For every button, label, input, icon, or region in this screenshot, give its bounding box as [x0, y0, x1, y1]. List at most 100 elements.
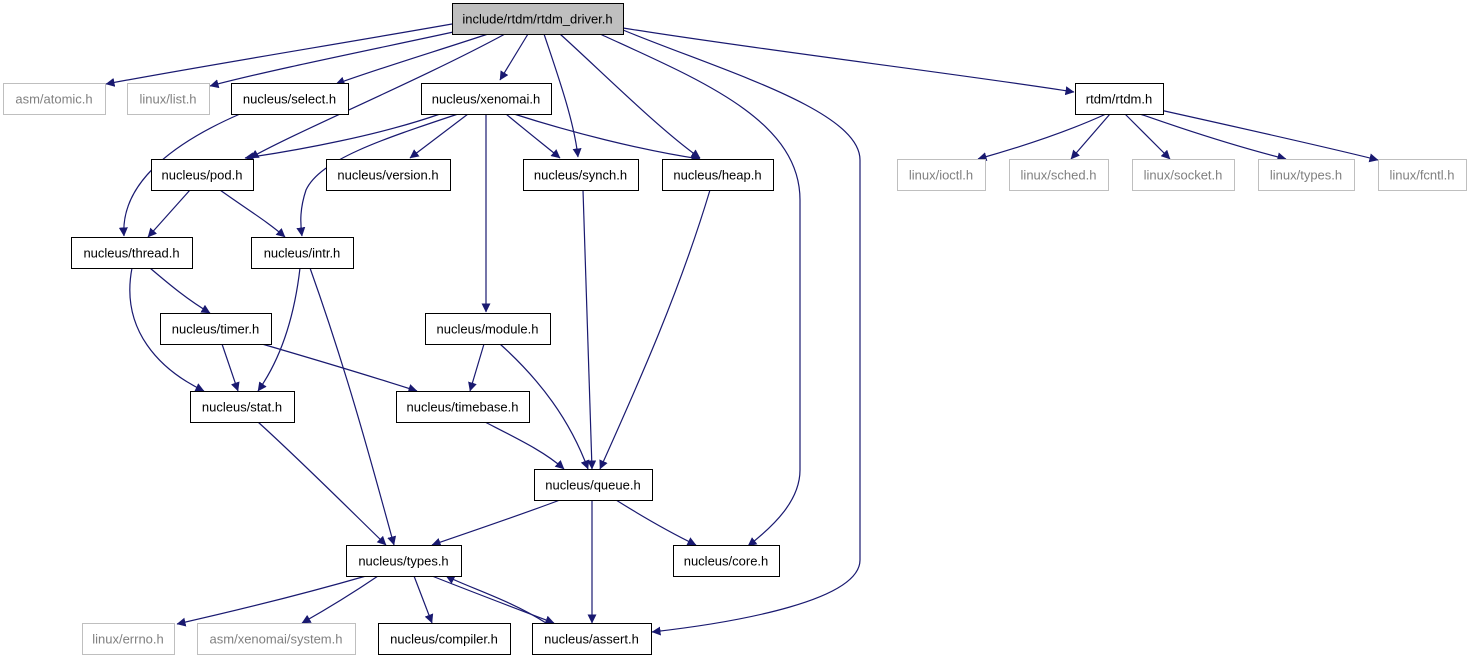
- node-n-types[interactable]: nucleus/types.h: [346, 545, 462, 577]
- node-linux-sched: linux/sched.h: [1009, 159, 1109, 191]
- edge-n-pod-to-n-intr: [219, 189, 286, 238]
- edge-n-types-to-n-assert: [431, 575, 555, 625]
- node-n-select[interactable]: nucleus/select.h: [231, 83, 349, 115]
- node-box: [197, 623, 356, 655]
- node-label: linux/list.h: [139, 92, 196, 107]
- edge-n-timer-to-n-stat: [221, 343, 240, 392]
- edge-n-xenomai-to-n-synch: [505, 113, 561, 159]
- node-label: nucleus/select.h: [243, 92, 336, 107]
- edge-rtdm-driver-to-n-pod: [249, 33, 506, 159]
- node-box: [326, 159, 451, 191]
- node-box: [1132, 159, 1235, 191]
- node-label: nucleus/module.h: [437, 322, 539, 337]
- node-n-xenomai[interactable]: nucleus/xenomai.h: [421, 83, 552, 115]
- edge-n-xenomai-to-n-version: [409, 113, 469, 159]
- node-box: [421, 83, 552, 115]
- nodes-layer: include/rtdm/rtdm_driver.h asm/atomic.h li…: [3, 3, 1467, 655]
- node-n-synch[interactable]: nucleus/synch.h: [523, 159, 639, 191]
- node-label: linux/types.h: [1270, 168, 1342, 183]
- node-box: [897, 159, 986, 191]
- node-n-compiler[interactable]: nucleus/compiler.h: [378, 623, 511, 655]
- node-label: include/rtdm/rtdm_driver.h: [462, 12, 612, 27]
- node-box: [1009, 159, 1109, 191]
- edge-n-intr-to-n-types: [309, 267, 397, 546]
- node-label: nucleus/queue.h: [545, 478, 640, 493]
- node-label: linux/ioctl.h: [909, 168, 973, 183]
- node-label: rtdm/rtdm.h: [1086, 92, 1152, 107]
- node-n-thread[interactable]: nucleus/thread.h: [71, 237, 193, 269]
- edge-n-module-to-n-queue: [499, 343, 590, 470]
- node-n-heap[interactable]: nucleus/heap.h: [662, 159, 774, 191]
- node-label: linux/errno.h: [92, 632, 164, 647]
- node-box: [151, 159, 254, 191]
- edge-n-thread-to-n-timer: [149, 267, 211, 314]
- edge-n-types-to-linux-errno: [176, 575, 367, 627]
- node-box: [452, 3, 624, 35]
- node-linux-list: linux/list.h: [127, 83, 210, 115]
- edge-rtdm-rtdm-to-linux-sched: [1070, 113, 1111, 160]
- node-box: [190, 391, 295, 423]
- edge-n-pod-to-n-thread: [147, 189, 191, 238]
- node-box: [231, 83, 349, 115]
- node-n-version[interactable]: nucleus/version.h: [326, 159, 451, 191]
- edge-n-assert-to-n-types: [445, 575, 547, 624]
- edge-n-thread-to-n-stat: [129, 267, 205, 392]
- node-label: linux/socket.h: [1144, 168, 1223, 183]
- node-box: [160, 313, 272, 345]
- node-box: [534, 469, 653, 501]
- node-rtdm-rtdm[interactable]: rtdm/rtdm.h: [1075, 83, 1164, 115]
- node-box: [523, 159, 639, 191]
- node-label: nucleus/assert.h: [544, 632, 639, 647]
- node-label: asm/xenomai/system.h: [210, 632, 343, 647]
- node-label: nucleus/stat.h: [202, 400, 282, 415]
- edge-n-xenomai-to-n-heap: [513, 113, 701, 163]
- node-n-core[interactable]: nucleus/core.h: [673, 545, 780, 577]
- node-label: nucleus/compiler.h: [390, 632, 498, 647]
- edge-n-synch-to-n-queue: [582, 189, 597, 470]
- edge-n-intr-to-n-stat: [257, 267, 301, 392]
- edge-rtdm-driver-to-asm-atomic: [105, 23, 453, 87]
- node-box: [425, 313, 551, 345]
- node-label: nucleus/types.h: [358, 554, 448, 569]
- node-n-timebase[interactable]: nucleus/timebase.h: [396, 391, 530, 423]
- edge-rtdm-rtdm-to-linux-fcntl: [1159, 109, 1379, 163]
- edge-rtdm-rtdm-to-linux-ioctl: [977, 113, 1107, 162]
- edge-rtdm-rtdm-to-linux-types: [1139, 113, 1287, 162]
- node-label: linux/sched.h: [1021, 168, 1097, 183]
- node-label: nucleus/core.h: [684, 554, 769, 569]
- node-label: nucleus/pod.h: [162, 168, 243, 183]
- node-box: [82, 623, 175, 655]
- node-label: nucleus/timer.h: [172, 322, 259, 337]
- node-linux-socket: linux/socket.h: [1132, 159, 1235, 191]
- node-box: [1258, 159, 1355, 191]
- edge-n-heap-to-n-queue: [599, 189, 711, 470]
- edge-n-types-to-n-compiler: [413, 575, 434, 624]
- node-n-module[interactable]: nucleus/module.h: [425, 313, 551, 345]
- node-n-intr[interactable]: nucleus/intr.h: [251, 237, 354, 269]
- edge-rtdm-driver-to-n-xenomai: [499, 33, 529, 81]
- node-box: [662, 159, 774, 191]
- node-linux-errno: linux/errno.h: [82, 623, 175, 655]
- edge-rtdm-driver-to-linux-list: [209, 30, 459, 89]
- node-n-queue[interactable]: nucleus/queue.h: [534, 469, 653, 501]
- node-n-timer[interactable]: nucleus/timer.h: [160, 313, 272, 345]
- node-box: [251, 237, 354, 269]
- edge-rtdm-driver-to-n-synch: [543, 33, 582, 158]
- node-box: [1378, 159, 1467, 191]
- node-n-pod[interactable]: nucleus/pod.h: [151, 159, 254, 191]
- edge-n-timebase-to-n-queue: [484, 421, 565, 470]
- node-label: asm/atomic.h: [15, 92, 92, 107]
- node-box: [673, 545, 780, 577]
- node-label: nucleus/xenomai.h: [432, 92, 540, 107]
- edge-n-queue-to-n-types: [431, 499, 561, 547]
- edge-rtdm-driver-to-n-select: [335, 33, 489, 86]
- node-rtdm-driver[interactable]: include/rtdm/rtdm_driver.h: [452, 3, 624, 35]
- edge-n-module-to-n-timebase: [468, 343, 485, 392]
- node-box: [346, 545, 462, 577]
- edge-n-types-to-asm-xen-system: [301, 575, 379, 624]
- edge-rtdm-driver-to-n-core: [599, 33, 801, 547]
- edge-n-queue-to-n-core: [615, 499, 697, 546]
- edge-n-timer-to-n-timebase: [261, 343, 418, 393]
- node-n-stat[interactable]: nucleus/stat.h: [190, 391, 295, 423]
- node-n-assert[interactable]: nucleus/assert.h: [532, 623, 652, 655]
